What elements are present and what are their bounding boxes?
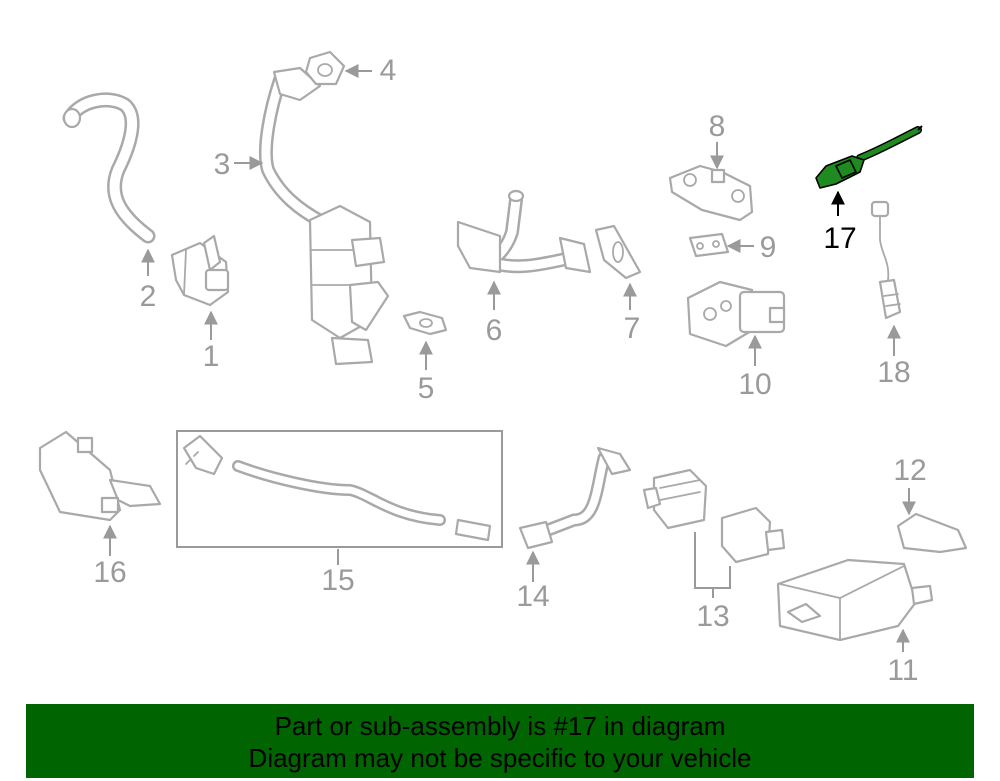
part-11-charcoal-canister[interactable] [776, 558, 934, 642]
callout-17: 17 [823, 222, 856, 255]
callout-14: 14 [516, 580, 549, 613]
callout-4: 4 [380, 54, 397, 87]
callout-15: 15 [321, 564, 354, 597]
callout-8: 8 [709, 110, 726, 143]
callout-13: 13 [696, 600, 729, 633]
part-8-bracket[interactable] [668, 164, 754, 222]
info-banner: Part or sub-assembly is #17 in diagram D… [26, 704, 974, 778]
banner-line-2: Diagram may not be specific to your vehi… [248, 743, 752, 773]
part-1-valve[interactable] [170, 234, 230, 307]
callout-6: 6 [486, 314, 503, 347]
parts-diagram: 1 2 3 4 5 6 7 8 9 10 11 12 13 14 15 16 1… [38, 50, 968, 687]
part-4-gasket[interactable] [304, 50, 346, 86]
part-3-egr-cooler[interactable] [258, 66, 390, 366]
callout-1: 1 [203, 340, 220, 373]
callout-12: 12 [893, 454, 926, 487]
callout-3: 3 [214, 148, 231, 181]
part-17-oxygen-sensor[interactable] [815, 125, 923, 189]
callout-7: 7 [624, 312, 641, 345]
part-7-gasket[interactable] [594, 224, 642, 280]
part-14-hose[interactable] [518, 446, 632, 550]
callout-10: 10 [738, 368, 771, 401]
part-13-solenoids[interactable] [642, 468, 786, 564]
part-5-gasket[interactable] [402, 310, 448, 336]
part-16-canister[interactable] [38, 430, 162, 522]
part-15-hose-kit[interactable] [176, 430, 503, 548]
part-12-bracket[interactable] [896, 512, 968, 554]
callout-18: 18 [877, 356, 910, 389]
callout-9: 9 [760, 231, 777, 264]
callout-16: 16 [93, 556, 126, 589]
part-6-egr-pipe[interactable] [456, 189, 592, 274]
callout-11: 11 [887, 654, 918, 687]
part-2-hose[interactable] [62, 92, 156, 244]
callout-2: 2 [140, 280, 157, 313]
part-10-egr-valve[interactable] [686, 280, 786, 348]
part-18-sensor[interactable] [870, 200, 902, 320]
callout-5: 5 [418, 372, 435, 405]
banner-line-1: Part or sub-assembly is #17 in diagram [274, 711, 726, 741]
part-9-gasket[interactable] [688, 232, 730, 258]
